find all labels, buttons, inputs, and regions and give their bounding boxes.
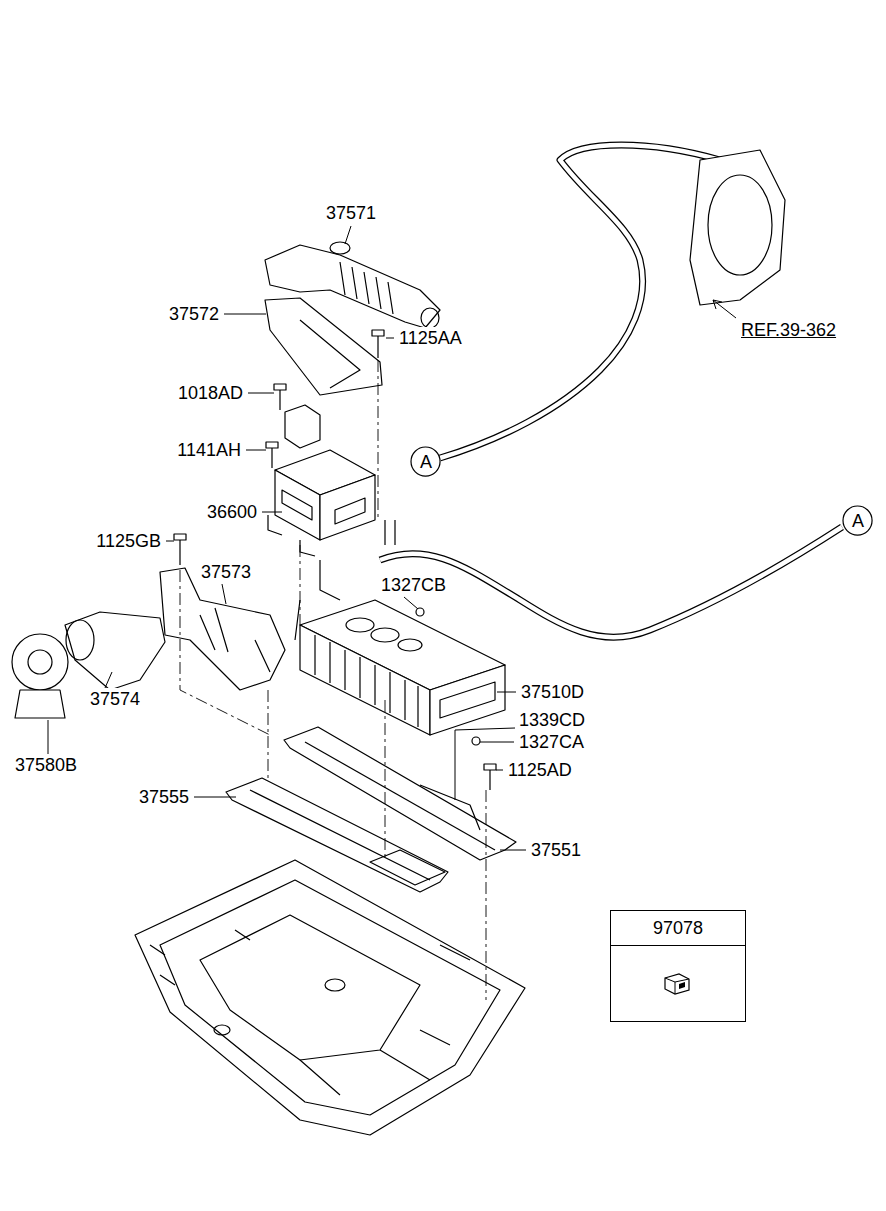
callout-number: 37574: [89, 688, 141, 710]
connection-circle: A: [410, 446, 441, 477]
motor-housing: [690, 150, 785, 305]
callout-number: 1327CA: [518, 731, 585, 753]
connection-circle: A: [842, 505, 873, 536]
blower-fan: [12, 634, 68, 718]
cable-harness: [295, 145, 842, 640]
callout-number: 37573: [200, 561, 252, 583]
battery-pack: [300, 600, 505, 735]
circle-shape: [411, 447, 440, 476]
floor-pan: [135, 860, 525, 1135]
clip-icon: [657, 968, 697, 998]
leader-line: [48, 226, 736, 850]
callout-number: 1125AA: [398, 327, 463, 349]
callout-number: 36600: [206, 501, 258, 523]
callout-number: 37571: [325, 202, 377, 224]
air-duct: [65, 242, 440, 690]
callout-number: 1327CB: [380, 574, 447, 596]
callout-number: 1141AH: [176, 439, 242, 461]
reference-note: REF.39-362: [740, 319, 837, 341]
box-heading: 97078: [611, 911, 745, 946]
callout-number: 37555: [138, 786, 190, 808]
callout-number: 1125AD: [507, 759, 573, 781]
node-label: A: [852, 510, 864, 532]
callout-number: 1125GB: [95, 530, 162, 552]
callout-number: 37551: [530, 839, 582, 861]
callout-number: 1339CD: [518, 709, 586, 731]
bracket: [284, 727, 516, 860]
callout-number: 1018AD: [177, 382, 244, 404]
callout-number: 37572: [168, 303, 220, 325]
callout-number: 37510D: [520, 681, 585, 703]
node-label: A: [420, 451, 432, 473]
circle-shape: [843, 506, 872, 535]
inverter-unit: [268, 405, 375, 556]
parts-box: 97078: [610, 910, 746, 1022]
callout-number: 37580B: [14, 754, 78, 776]
